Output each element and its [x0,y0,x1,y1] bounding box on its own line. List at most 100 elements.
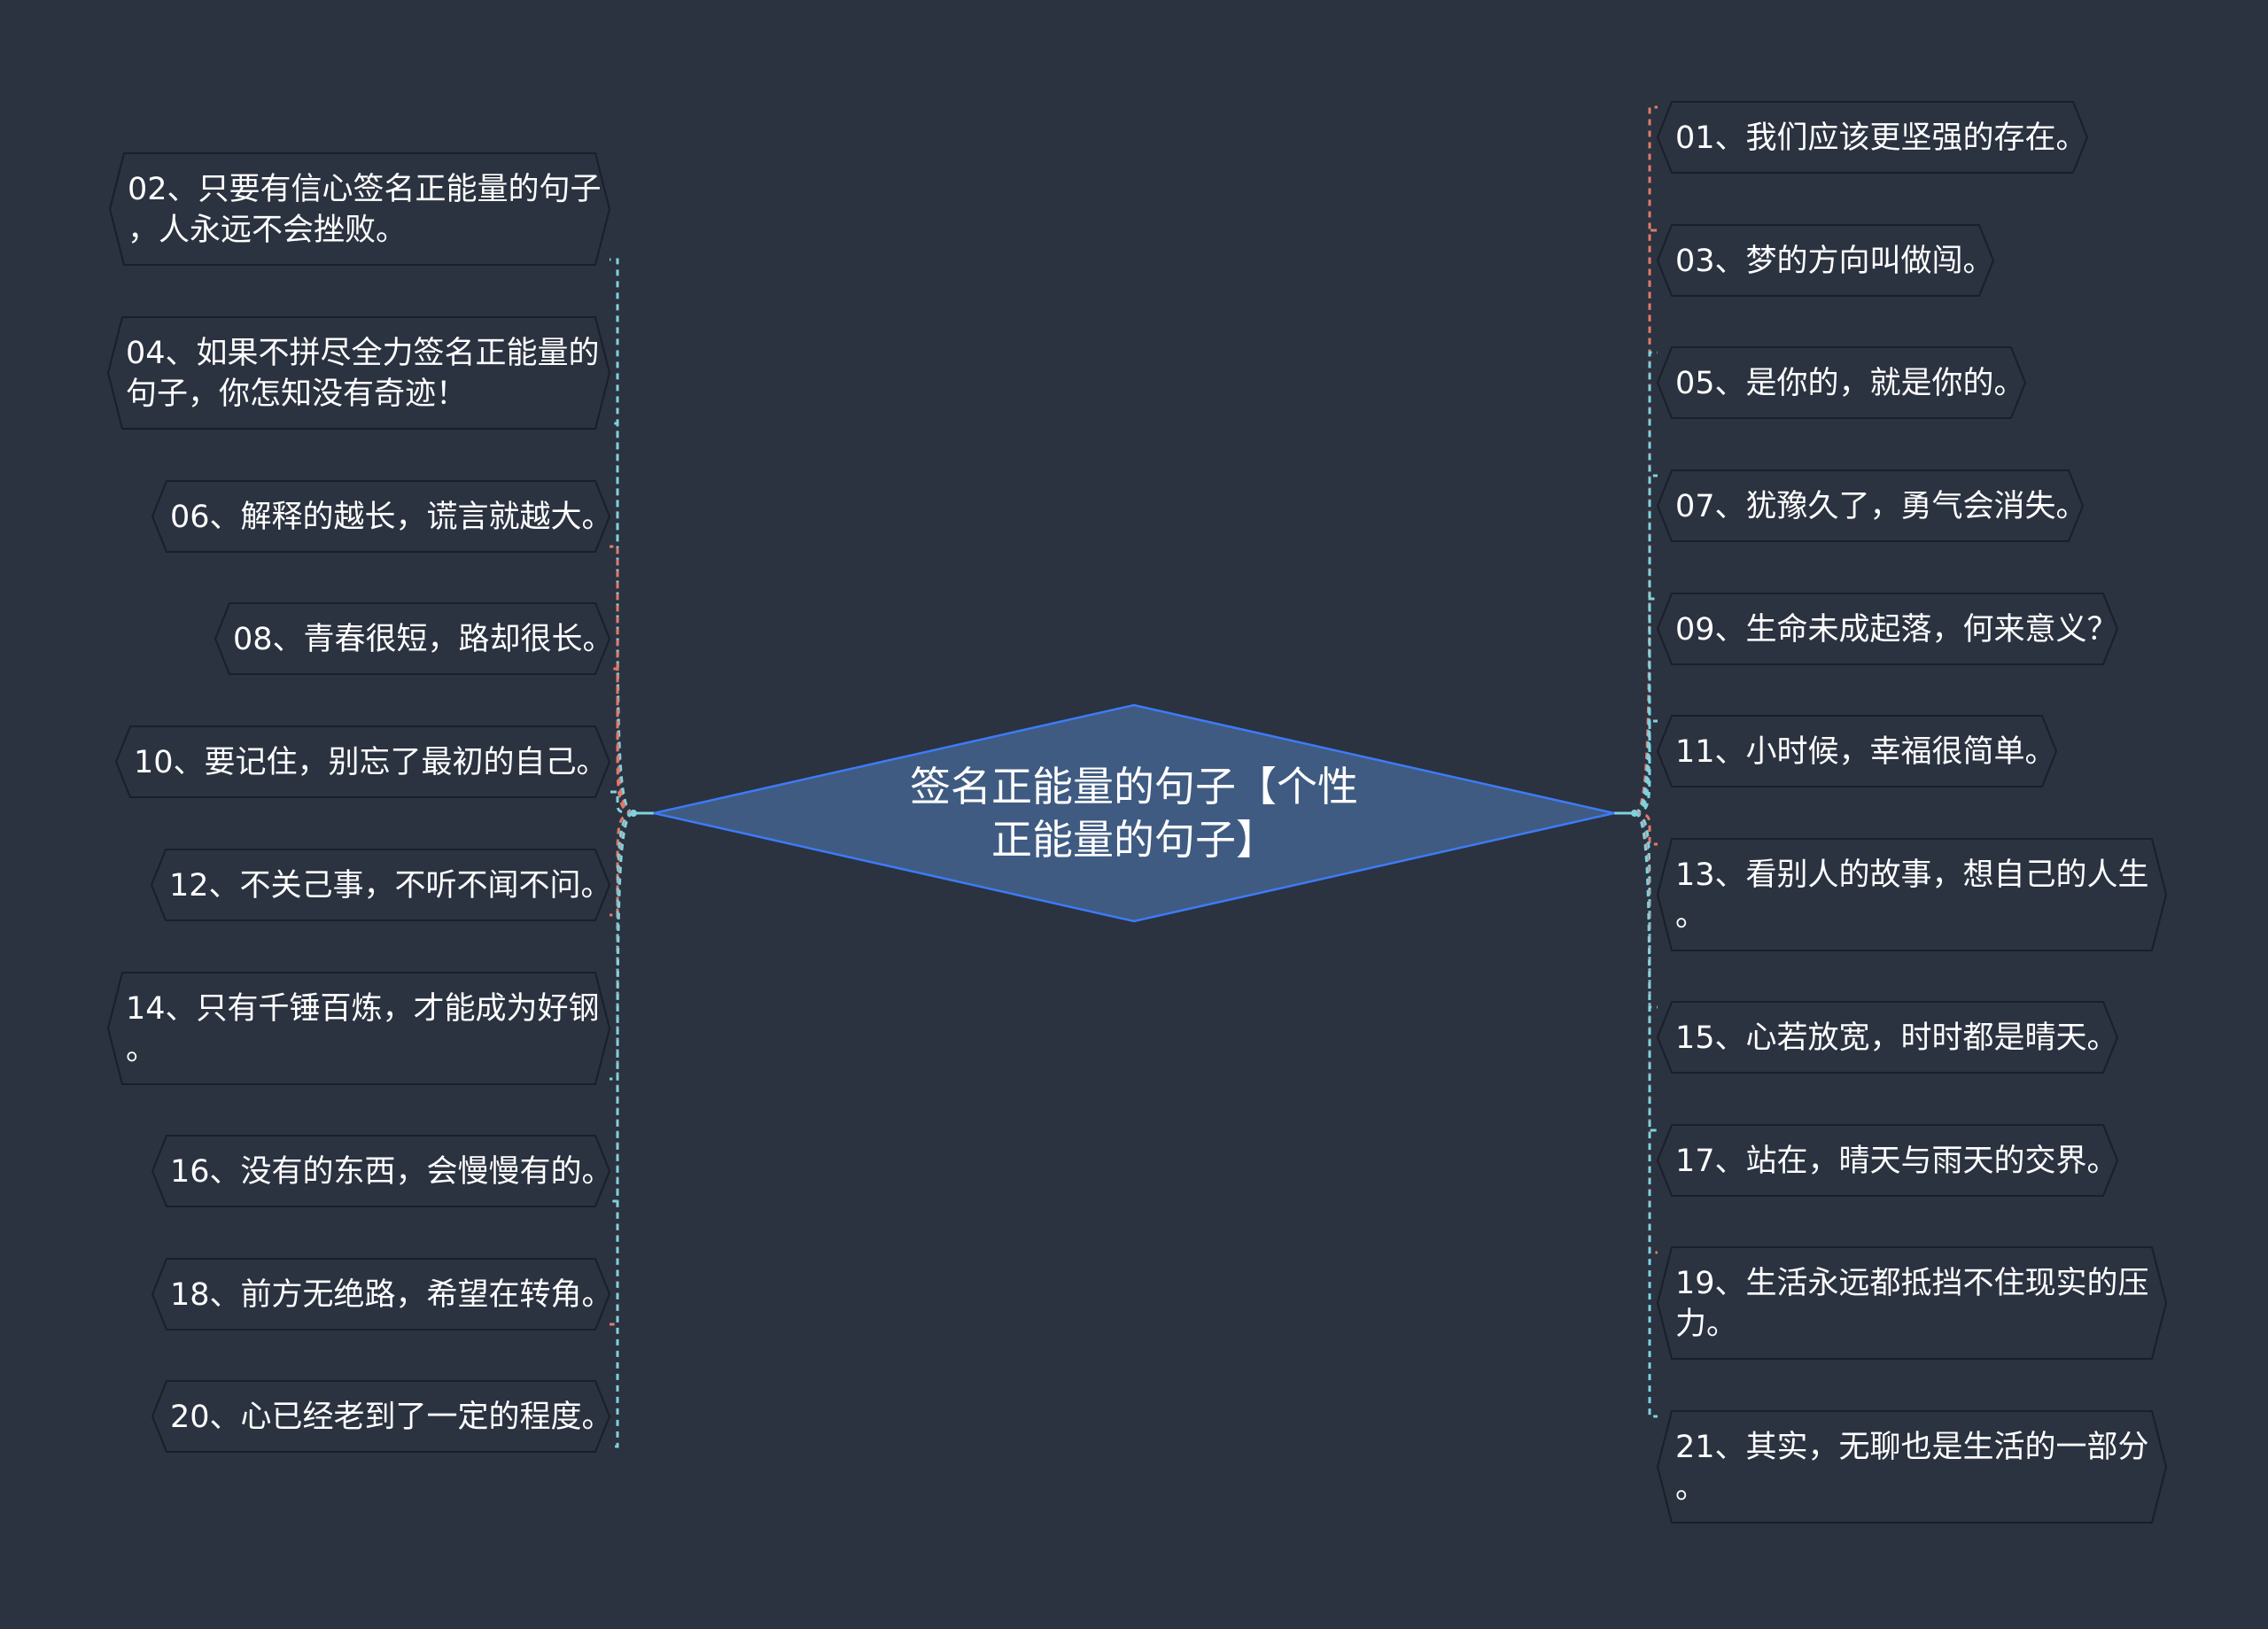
topic-label-line: 08、青春很短，路却很长。 [233,622,614,657]
topic-node-05[interactable]: 05、是你的，就是你的。 [1656,346,2027,419]
topic-label: 04、如果不拼尽全力签名正能量的句子，你怎知没有奇迹！ [126,336,600,412]
topic-node-18[interactable]: 18、前方无绝路，希望在转角。 [151,1258,613,1330]
topic-label-line: 21、其实，无聊也是生活的一部分 [1675,1430,2149,1465]
topic-label-line: 07、犹豫久了，勇气会消失。 [1675,489,2087,524]
topic-node-12[interactable]: 12、不关己事，不听不闻不问。 [150,849,612,921]
topic-shape [1656,101,2089,174]
center-topic[interactable]: 签名正能量的句子【个性正能量的句子】 [653,703,1615,923]
topic-label-line: ，人永远不会挫败。 [128,213,407,248]
topic-node-21[interactable]: 21、其实，无聊也是生活的一部分。 [1656,1410,2168,1524]
topic-node-10[interactable]: 10、要记住，别忘了最初的自己。 [114,725,611,798]
connector-02 [610,258,634,815]
topic-node-07[interactable]: 07、犹豫久了，勇气会消失。 [1656,469,2087,542]
topic-label-line: 。 [126,1032,157,1067]
topic-label: 16、没有的东西，会慢慢有的。 [170,1154,613,1190]
topic-label-line: 。 [1675,898,1706,934]
topic-node-03[interactable]: 03、梦的方向叫做闯。 [1656,224,1995,297]
topic-label: 08、青春很短，路却很长。 [233,622,614,657]
connector-07 [1634,474,1658,815]
topic-node-06[interactable]: 06、解释的越长，谎言就越大。 [151,480,613,553]
topic-label: 18、前方无绝路，希望在转角。 [170,1277,613,1313]
connector-21 [1634,811,1658,1418]
topic-shape [1656,715,2058,787]
connector-04 [610,422,634,815]
topics-layer: 02、只要有信心签名正能量的句子 ，人永远不会挫败。 04、如果不拼尽全力签名正能量… [106,101,2168,1524]
topic-shape [151,1380,611,1453]
connector-06 [610,545,634,815]
topic-shape [151,1135,611,1207]
topic-node-19[interactable]: 19、生活永远都抵挡不住现实的压力。 [1656,1246,2168,1360]
topic-shape [106,972,611,1085]
topic-shape [106,316,611,430]
topic-label-line: 19、生活永远都抵挡不住现实的压 [1675,1266,2149,1301]
connector-12 [610,811,634,917]
topic-shape [1656,346,2027,419]
topic-shape [108,152,611,266]
topic-label: 10、要记住，别忘了最初的自己。 [134,745,608,780]
topic-shape [1656,1246,2168,1360]
topic-shape [1656,593,2119,665]
connector-19 [1634,811,1658,1254]
topic-node-13[interactable]: 13、看别人的故事，想自己的人生。 [1656,838,2168,951]
topic-node-20[interactable]: 20、心已经老到了一定的程度。 [151,1380,613,1453]
topic-node-15[interactable]: 15、心若放宽，时时都是晴天。 [1656,1001,2119,1074]
connector-01 [1634,105,1658,815]
topic-shape [114,725,611,798]
topic-shape [150,849,611,921]
topic-label-line: 10、要记住，别忘了最初的自己。 [134,745,608,780]
topic-label: 05、是你的，就是你的。 [1675,366,2025,401]
topic-label-line: 02、只要有信心签名正能量的句子 [128,172,602,207]
topic-shape [1656,469,2085,542]
topic-label-line: 09、生命未成起落，何来意义？ [1675,612,2118,648]
topic-label: 11、小时候，幸福很简单。 [1675,734,2056,770]
topic-label: 09、生命未成起落，何来意义？ [1675,612,2118,648]
topic-label-line: 01、我们应该更坚强的存在。 [1675,120,2087,156]
topic-label-line: 力。 [1675,1307,1737,1342]
topic-node-02[interactable]: 02、只要有信心签名正能量的句子 ，人永远不会挫败。 [108,152,611,266]
topic-shape [1656,838,2168,951]
topic-label: 20、心已经老到了一定的程度。 [170,1400,613,1435]
topic-node-16[interactable]: 16、没有的东西，会慢慢有的。 [151,1135,613,1207]
topic-shape [151,1258,611,1330]
connector-15 [1634,811,1658,1009]
topic-label-line: 17、站在，晴天与雨天的交界。 [1675,1144,2118,1179]
center-title-line: 正能量的句子】 [991,816,1277,864]
topic-label: 07、犹豫久了，勇气会消失。 [1675,489,2087,524]
topic-label: 03、梦的方向叫做闯。 [1675,244,1994,279]
topic-label-line: 14、只有千锤百炼，才能成为好钢 [126,991,600,1027]
topic-node-08[interactable]: 08、青春很短，路却很长。 [214,602,614,675]
topic-label: 19、生活永远都抵挡不住现实的压力。 [1675,1266,2149,1342]
topic-node-14[interactable]: 14、只有千锤百炼，才能成为好钢。 [106,972,611,1085]
topic-shape [151,480,611,553]
topic-node-09[interactable]: 09、生命未成起落，何来意义？ [1656,593,2119,665]
topic-label: 15、心若放宽，时时都是晴天。 [1675,1020,2118,1056]
connector-13 [1634,811,1658,846]
topic-shape [1656,1124,2119,1197]
links-layer [610,105,1658,1448]
connector-03 [1634,229,1658,815]
topic-label: 14、只有千锤百炼，才能成为好钢。 [126,991,600,1067]
topic-label-line: 16、没有的东西，会慢慢有的。 [170,1154,613,1190]
topic-label-line: 05、是你的，就是你的。 [1675,366,2025,401]
topic-node-17[interactable]: 17、站在，晴天与雨天的交界。 [1656,1124,2119,1197]
topic-label: 02、只要有信心签名正能量的句子 ，人永远不会挫败。 [128,172,602,248]
topic-node-01[interactable]: 01、我们应该更坚强的存在。 [1656,101,2089,174]
topic-label-line: 04、如果不拼尽全力签名正能量的 [126,336,600,371]
topic-label: 06、解释的越长，谎言就越大。 [170,500,613,535]
topic-label: 13、看别人的故事，想自己的人生。 [1675,857,2149,934]
topic-label-line: 13、看别人的故事，想自己的人生 [1675,857,2149,893]
topic-label-line: 。 [1675,1470,1706,1506]
topic-label-line: 15、心若放宽，时时都是晴天。 [1675,1020,2118,1056]
topic-label: 12、不关己事，不听不闻不问。 [169,868,612,904]
connector-14 [610,811,634,1081]
topic-node-11[interactable]: 11、小时候，幸福很简单。 [1656,715,2058,787]
topic-shape [1656,1001,2119,1074]
topic-node-04[interactable]: 04、如果不拼尽全力签名正能量的句子，你怎知没有奇迹！ [106,316,611,430]
topic-label: 01、我们应该更坚强的存在。 [1675,120,2087,156]
topic-label-line: 20、心已经老到了一定的程度。 [170,1400,613,1435]
connector-18 [610,811,634,1326]
topic-shape [214,602,611,675]
topic-label-line: 03、梦的方向叫做闯。 [1675,244,1994,279]
topic-shape [1656,224,1995,297]
